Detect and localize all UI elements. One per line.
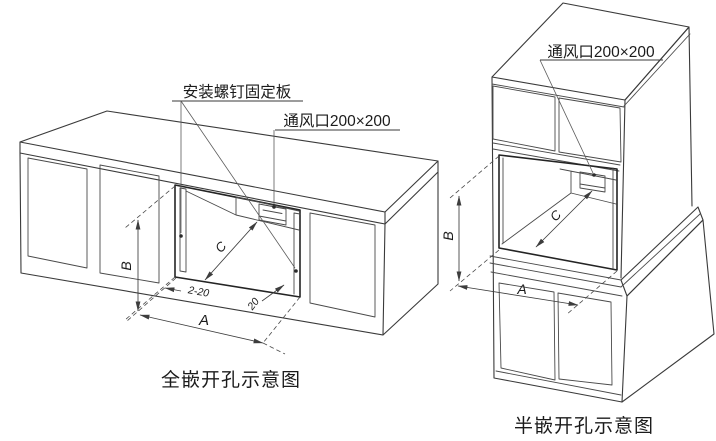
left-dimensions xyxy=(124,185,301,355)
right-dimensions xyxy=(449,155,618,316)
door-panel xyxy=(492,85,556,152)
right-caption: 半嵌开孔示意图 xyxy=(514,415,654,437)
door-panel xyxy=(558,97,622,163)
dim-label-front-gap: 2-20 xyxy=(186,284,210,300)
dim-label-side-gap: 20 xyxy=(245,296,262,314)
right-diagram: 通风口200×200 B A C 半嵌开孔示意图 xyxy=(440,2,715,437)
dim-label-b: B xyxy=(440,231,456,240)
opening-interior-edges xyxy=(501,168,617,245)
dim-label-a: A xyxy=(516,281,526,297)
vent-label: 通风口200×200 xyxy=(547,43,655,61)
left-cabinet-doors xyxy=(27,157,376,318)
opening-side-strips xyxy=(502,157,614,270)
door-panel xyxy=(99,164,160,284)
left-callout-leaders xyxy=(172,100,400,273)
door-panel xyxy=(557,292,613,386)
opening-interior-edges xyxy=(185,190,300,231)
right-cabinet-outline xyxy=(489,2,715,403)
door-panel xyxy=(27,157,88,269)
mount-plate-right xyxy=(293,212,301,295)
left-diagram: 安装螺钉固定板 通风口200×200 B A C 2-20 20 全嵌开孔示意图 xyxy=(19,83,439,391)
door-panel xyxy=(309,212,376,318)
left-vent-box xyxy=(258,203,287,226)
right-vent-box xyxy=(579,171,606,193)
mount-plate-left xyxy=(179,187,187,273)
right-callout-leaders xyxy=(539,59,663,177)
left-caption: 全嵌开孔示意图 xyxy=(161,369,301,391)
dim-label-b: B xyxy=(118,261,134,270)
vent-label: 通风口200×200 xyxy=(283,112,391,130)
dim-label-a: A xyxy=(198,312,209,329)
dim-label-c: C xyxy=(212,238,230,256)
left-opening xyxy=(174,184,301,298)
mount-plate-label: 安装螺钉固定板 xyxy=(183,83,292,101)
door-panel xyxy=(498,282,556,381)
right-cabinet-doors xyxy=(492,85,622,386)
left-cabinet-outline xyxy=(19,110,439,336)
